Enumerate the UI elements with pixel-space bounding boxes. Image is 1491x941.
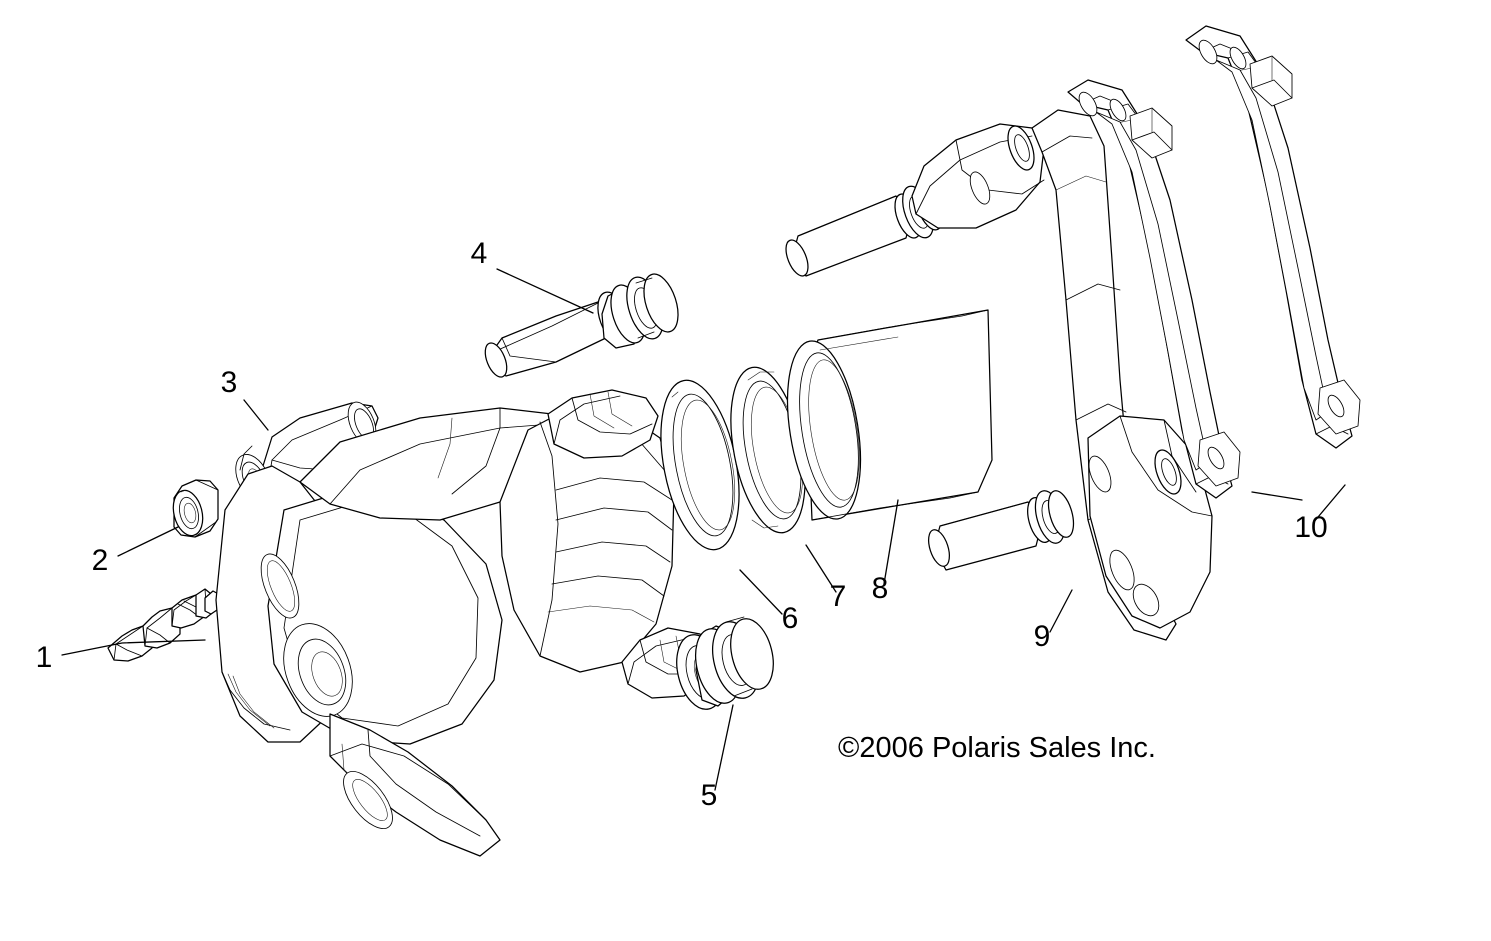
callout-4: 4 [471,237,594,314]
callout-number-3: 3 [221,366,238,399]
callout-3: 3 [221,366,269,431]
callout-number-5: 5 [701,779,718,812]
part-brake-pad-set [1067,25,1361,499]
brake-pad-inner [1067,79,1241,499]
part-lower-pin-boot [676,616,774,710]
leader-line-10b [1251,491,1303,501]
leader-line-10a [1312,484,1346,524]
callout-number-6: 6 [782,602,799,635]
leader-line-6 [739,569,783,615]
leader-line-3 [243,399,269,431]
callout-number-10: 10 [1294,511,1327,544]
callout-number-7: 7 [830,580,847,613]
leader-line-2 [117,526,179,557]
leader-line-5 [714,704,734,791]
leader-line-1 [61,639,206,656]
leader-line-4 [496,268,594,314]
leader-line-7 [805,544,837,593]
brake-pad-outer [1185,25,1361,449]
callout-8: 8 [872,499,899,605]
part-caliper-body [215,389,713,857]
part-caliper-piston [786,309,993,521]
callout-number-1: 1 [36,641,53,674]
callout-2: 2 [92,526,179,577]
callout-6: 6 [739,569,799,635]
callout-1: 1 [36,639,206,674]
callout-number-8: 8 [872,572,889,605]
part-slide-pin-bushing [172,479,219,538]
callout-number-4: 4 [471,237,488,270]
part-piston-dust-boot [660,379,740,551]
leader-line-9 [1049,589,1073,633]
leader-line-8 [883,499,899,585]
part-caliper-mounting-bracket [785,109,1213,641]
part-upper-pin-boot [484,273,679,378]
callout-10: 10 [1251,484,1346,544]
callout-5: 5 [701,704,734,812]
callout-number-9: 9 [1034,620,1051,653]
copyright-notice: ©2006 Polaris Sales Inc. [838,732,1156,764]
callout-layer: 1 2 3 4 5 6 7 8 [36,237,1346,812]
callout-9: 9 [1034,589,1073,653]
callout-number-2: 2 [92,544,109,577]
callout-7: 7 [805,544,847,613]
